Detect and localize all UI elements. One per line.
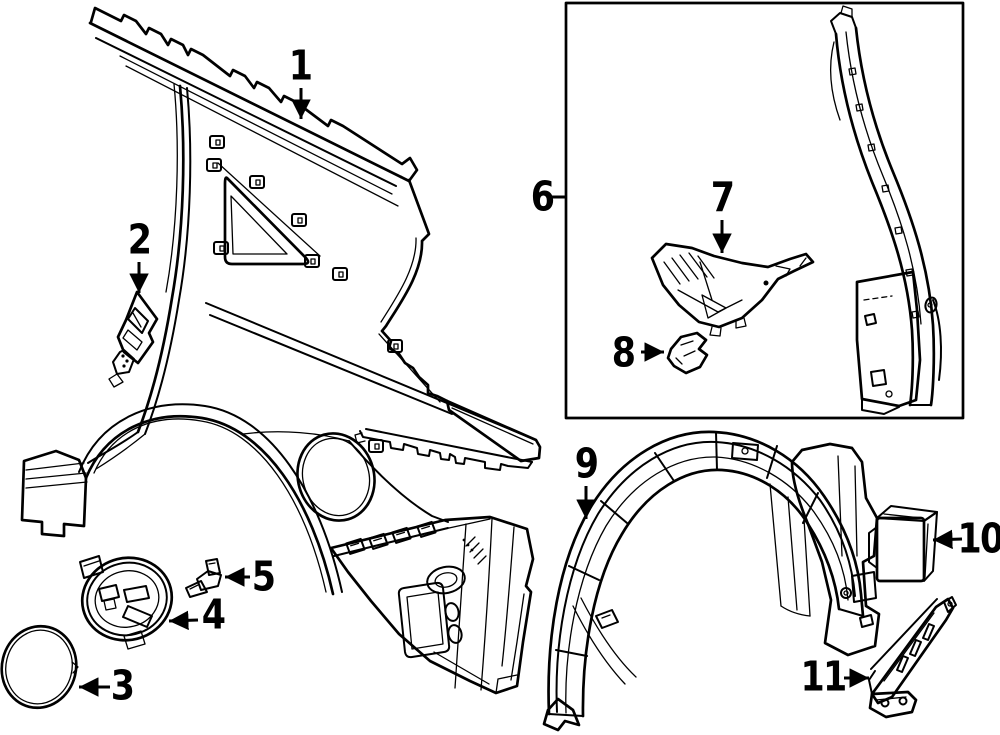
pillar-reinforcement-part-6 bbox=[830, 5, 942, 415]
fuel-door-part-3 bbox=[0, 624, 79, 710]
callout-11[interactable]: 11 bbox=[800, 652, 847, 701]
damper-block-part-10 bbox=[868, 505, 938, 583]
reinforcement-bracket-part-7 bbox=[650, 242, 815, 337]
callout-3[interactable]: 3 bbox=[110, 661, 135, 710]
wheelhouse-liner-part-9 bbox=[542, 430, 865, 732]
callout-4[interactable]: 4 bbox=[201, 590, 226, 639]
inset-box-part-6 bbox=[564, 1, 965, 420]
callout-1[interactable]: 1 bbox=[288, 41, 313, 90]
callout-2[interactable]: 2 bbox=[127, 215, 152, 264]
callout-arrows bbox=[79, 88, 963, 697]
slotted-bracket-part-11 bbox=[868, 596, 957, 719]
inner-wheelhouse-panel bbox=[790, 442, 881, 657]
quarter-panel-clip-part-2 bbox=[108, 290, 159, 388]
callout-8[interactable]: 8 bbox=[611, 328, 636, 377]
fuel-filler-pocket-part-4 bbox=[79, 555, 174, 650]
callout-10-arrow bbox=[932, 529, 963, 550]
callout-4-arrow bbox=[168, 610, 199, 631]
clip-part-5 bbox=[185, 558, 222, 598]
quarter-panel-part bbox=[20, 6, 542, 695]
callout-7[interactable]: 7 bbox=[710, 173, 735, 222]
callout-10[interactable]: 10 bbox=[957, 514, 1000, 563]
callout-9[interactable]: 9 bbox=[574, 439, 599, 488]
small-bracket-part-8 bbox=[666, 331, 709, 375]
callout-5[interactable]: 5 bbox=[251, 552, 276, 601]
callout-6[interactable]: 6 bbox=[530, 172, 555, 221]
